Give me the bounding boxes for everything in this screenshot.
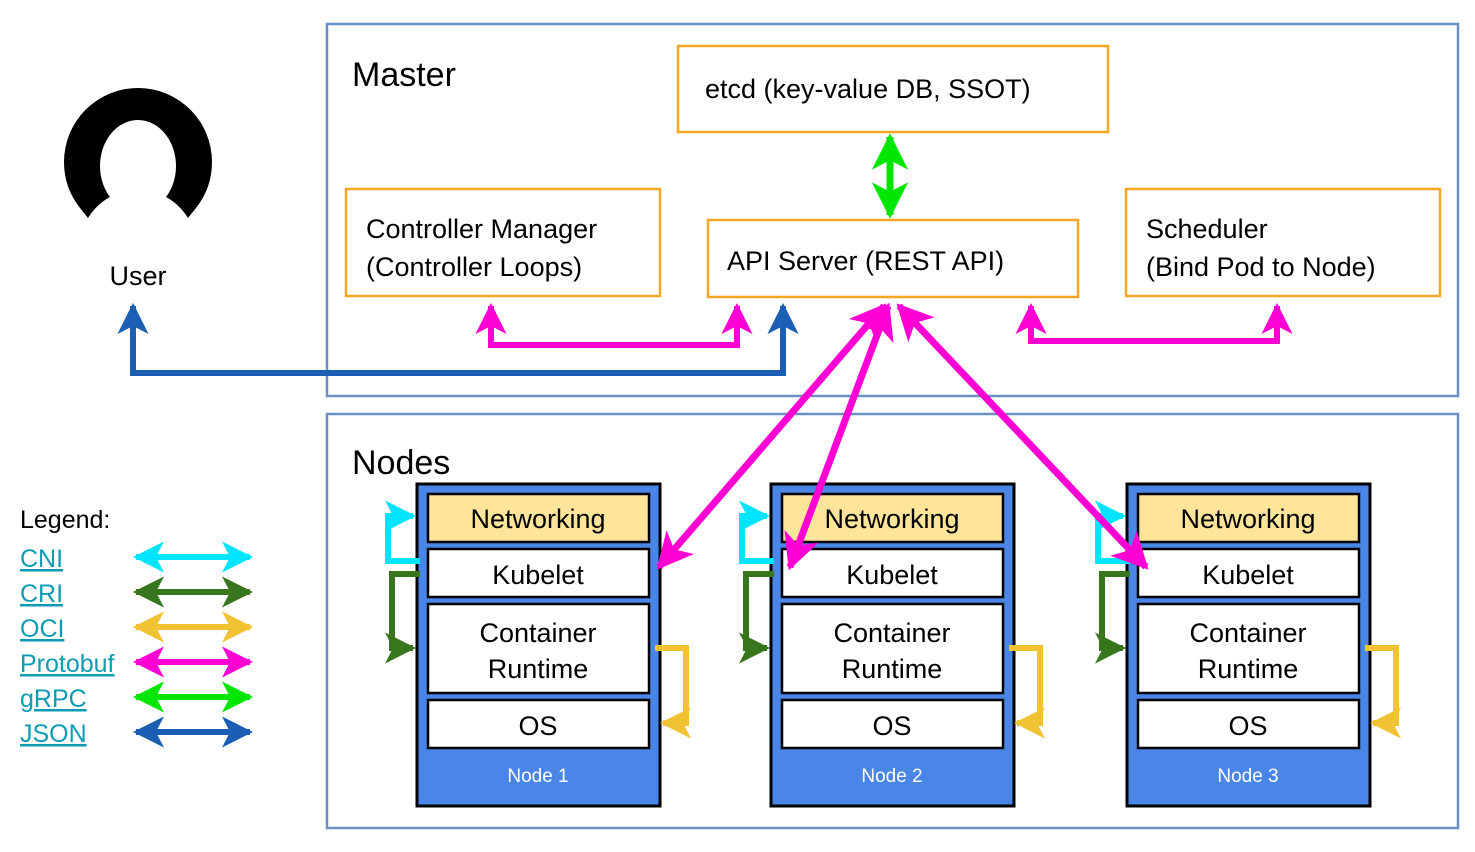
node-2-container-runtime-layer[interactable] bbox=[780, 602, 1005, 695]
node-1-container-runtime-label-line1: Container bbox=[479, 618, 596, 648]
node-2-name: Node 2 bbox=[861, 766, 922, 787]
legend-item-oci-label[interactable]: OCI bbox=[20, 615, 64, 643]
connector-oci-node-2 bbox=[1009, 645, 1046, 739]
node-1[interactable]: Networking Kubelet Container Runtime OS … bbox=[415, 482, 662, 808]
node-1-container-runtime-label-line2: Runtime bbox=[488, 654, 589, 684]
legend-item-protobuf-label[interactable]: Protobuf bbox=[20, 650, 115, 678]
component-etcd[interactable]: etcd (key-value DB, SSOT) bbox=[676, 44, 1110, 134]
node-1-os-layer[interactable] bbox=[426, 698, 651, 750]
component-controller-manager-label-line2: (Controller Loops) bbox=[366, 252, 582, 282]
component-scheduler[interactable]: Scheduler (Bind Pod to Node) bbox=[1124, 187, 1442, 298]
node-3-networking-label: Networking bbox=[1180, 504, 1315, 534]
component-controller-manager-label-line1: Controller Manager bbox=[366, 214, 597, 244]
node-3-os-label: OS bbox=[1228, 711, 1267, 741]
component-scheduler-label-line2: (Bind Pod to Node) bbox=[1146, 252, 1376, 282]
connector-protobuf-node-2-api-server bbox=[784, 302, 894, 571]
component-api-server-label: API Server (REST API) bbox=[727, 246, 1004, 276]
user-avatar-icon bbox=[63, 88, 213, 218]
node-2-os-layer[interactable] bbox=[780, 698, 1005, 750]
node-3-name: Node 3 bbox=[1217, 766, 1278, 787]
legend-title: Legend: bbox=[20, 506, 110, 534]
legend-item-cni-label[interactable]: CNI bbox=[20, 545, 63, 573]
connector-cri-node-2 bbox=[738, 571, 774, 664]
node-2-container-runtime-label-line2: Runtime bbox=[842, 654, 943, 684]
node-1-container-runtime-layer[interactable] bbox=[426, 602, 651, 695]
master-group-title: Master bbox=[352, 56, 456, 94]
node-2-container-runtime-label-line1: Container bbox=[833, 618, 950, 648]
user-actor: User bbox=[63, 88, 213, 291]
component-controller-manager[interactable]: Controller Manager (Controller Loops) bbox=[344, 187, 662, 298]
node-3-container-runtime-label-line1: Container bbox=[1189, 618, 1306, 648]
legend-item-cri-label[interactable]: CRI bbox=[20, 580, 63, 608]
node-3[interactable]: Networking Kubelet Container Runtime OS … bbox=[1125, 482, 1372, 808]
component-api-server[interactable]: API Server (REST API) bbox=[706, 218, 1080, 299]
node-3-kubelet-layer[interactable] bbox=[1136, 547, 1361, 599]
connector-cri-node-1 bbox=[384, 571, 420, 664]
node-3-kubelet-label: Kubelet bbox=[1202, 560, 1294, 590]
node-1-name: Node 1 bbox=[507, 766, 568, 787]
connector-cri-node-3 bbox=[1094, 571, 1130, 664]
node-1-networking-label: Networking bbox=[470, 504, 605, 534]
node-2[interactable]: Networking Kubelet Container Runtime OS … bbox=[769, 482, 1016, 808]
node-1-networking-layer[interactable] bbox=[426, 492, 651, 544]
node-1-kubelet-label: Kubelet bbox=[492, 560, 584, 590]
node-3-os-layer[interactable] bbox=[1136, 698, 1361, 750]
connector-cni-node-1 bbox=[384, 500, 420, 564]
node-1-kubelet-layer[interactable] bbox=[426, 547, 651, 599]
connector-oci-node-3 bbox=[1365, 645, 1402, 739]
legend-item-json-label[interactable]: JSON bbox=[20, 720, 87, 748]
component-etcd-label: etcd (key-value DB, SSOT) bbox=[705, 74, 1031, 104]
legend: Legend: CNI CRI OCI Protobuf gRPC JSON bbox=[20, 506, 254, 748]
node-3-container-runtime-label-line2: Runtime bbox=[1198, 654, 1299, 684]
node-3-container-runtime-layer[interactable] bbox=[1136, 602, 1361, 695]
legend-item-grpc-label[interactable]: gRPC bbox=[20, 685, 87, 713]
connector-oci-node-1 bbox=[655, 645, 692, 739]
connector-protobuf-node-3-api-server bbox=[896, 303, 1149, 570]
nodes-group-title: Nodes bbox=[352, 444, 450, 482]
node-1-os-label: OS bbox=[518, 711, 557, 741]
node-2-kubelet-label: Kubelet bbox=[846, 560, 938, 590]
node-2-networking-label: Networking bbox=[824, 504, 959, 534]
node-2-os-label: OS bbox=[872, 711, 911, 741]
user-label: User bbox=[109, 261, 166, 291]
connector-json-user-api-server bbox=[117, 302, 799, 376]
component-scheduler-label-line1: Scheduler bbox=[1146, 214, 1268, 244]
